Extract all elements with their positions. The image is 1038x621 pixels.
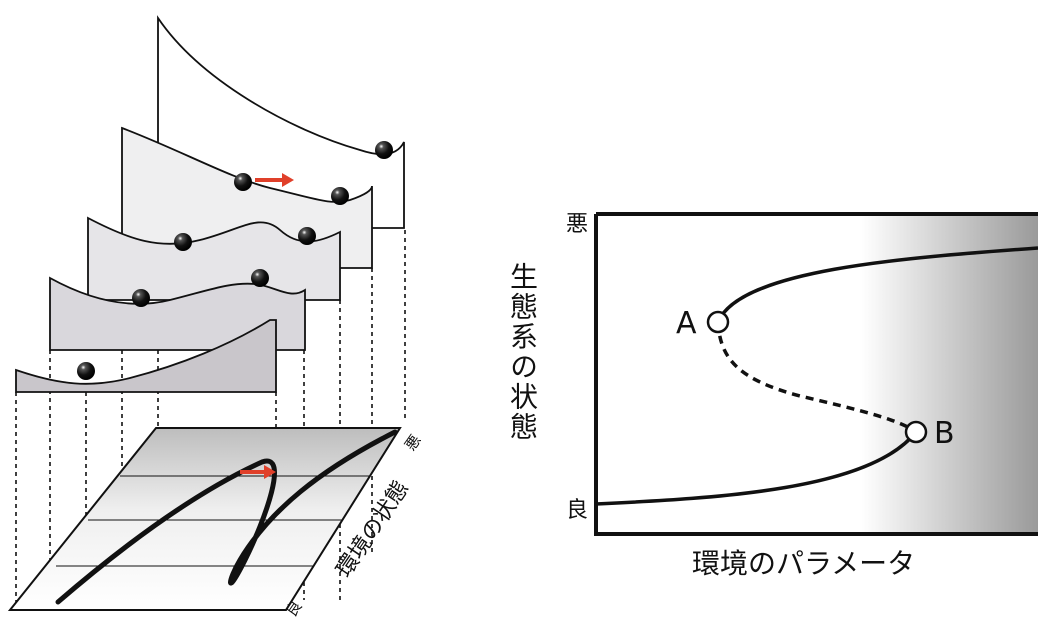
landscape-panel-1 — [15, 319, 277, 393]
point-a-label: A — [676, 306, 697, 341]
x-axis-title: 環境のパラメータ — [692, 547, 916, 580]
lower-stable-branch — [595, 430, 918, 506]
y-top-label: 悪 — [566, 212, 589, 237]
landscape-panel-3 — [87, 216, 341, 301]
y-bottom-label: 良 — [566, 498, 589, 523]
point-a-marker — [706, 310, 730, 334]
unstable-branch — [716, 321, 918, 434]
ball — [132, 289, 150, 307]
ball — [298, 227, 316, 245]
base-plane — [7, 427, 402, 611]
landscape-panel-2 — [49, 276, 306, 351]
ball — [331, 187, 349, 205]
upper-stable-branch — [716, 246, 1038, 323]
y-axis-title: 生態系の状態 — [506, 262, 539, 442]
transition-arrow — [255, 173, 294, 187]
ball — [77, 362, 95, 380]
fold-curve — [55, 429, 398, 605]
balls — [77, 141, 393, 380]
ball — [174, 233, 192, 251]
ball — [251, 269, 269, 287]
point-b-marker — [904, 420, 928, 444]
ball — [375, 141, 393, 159]
ball — [234, 173, 252, 191]
point-b-label: B — [934, 416, 955, 451]
base-arrow — [240, 465, 276, 479]
right-diagram — [594, 212, 1038, 536]
